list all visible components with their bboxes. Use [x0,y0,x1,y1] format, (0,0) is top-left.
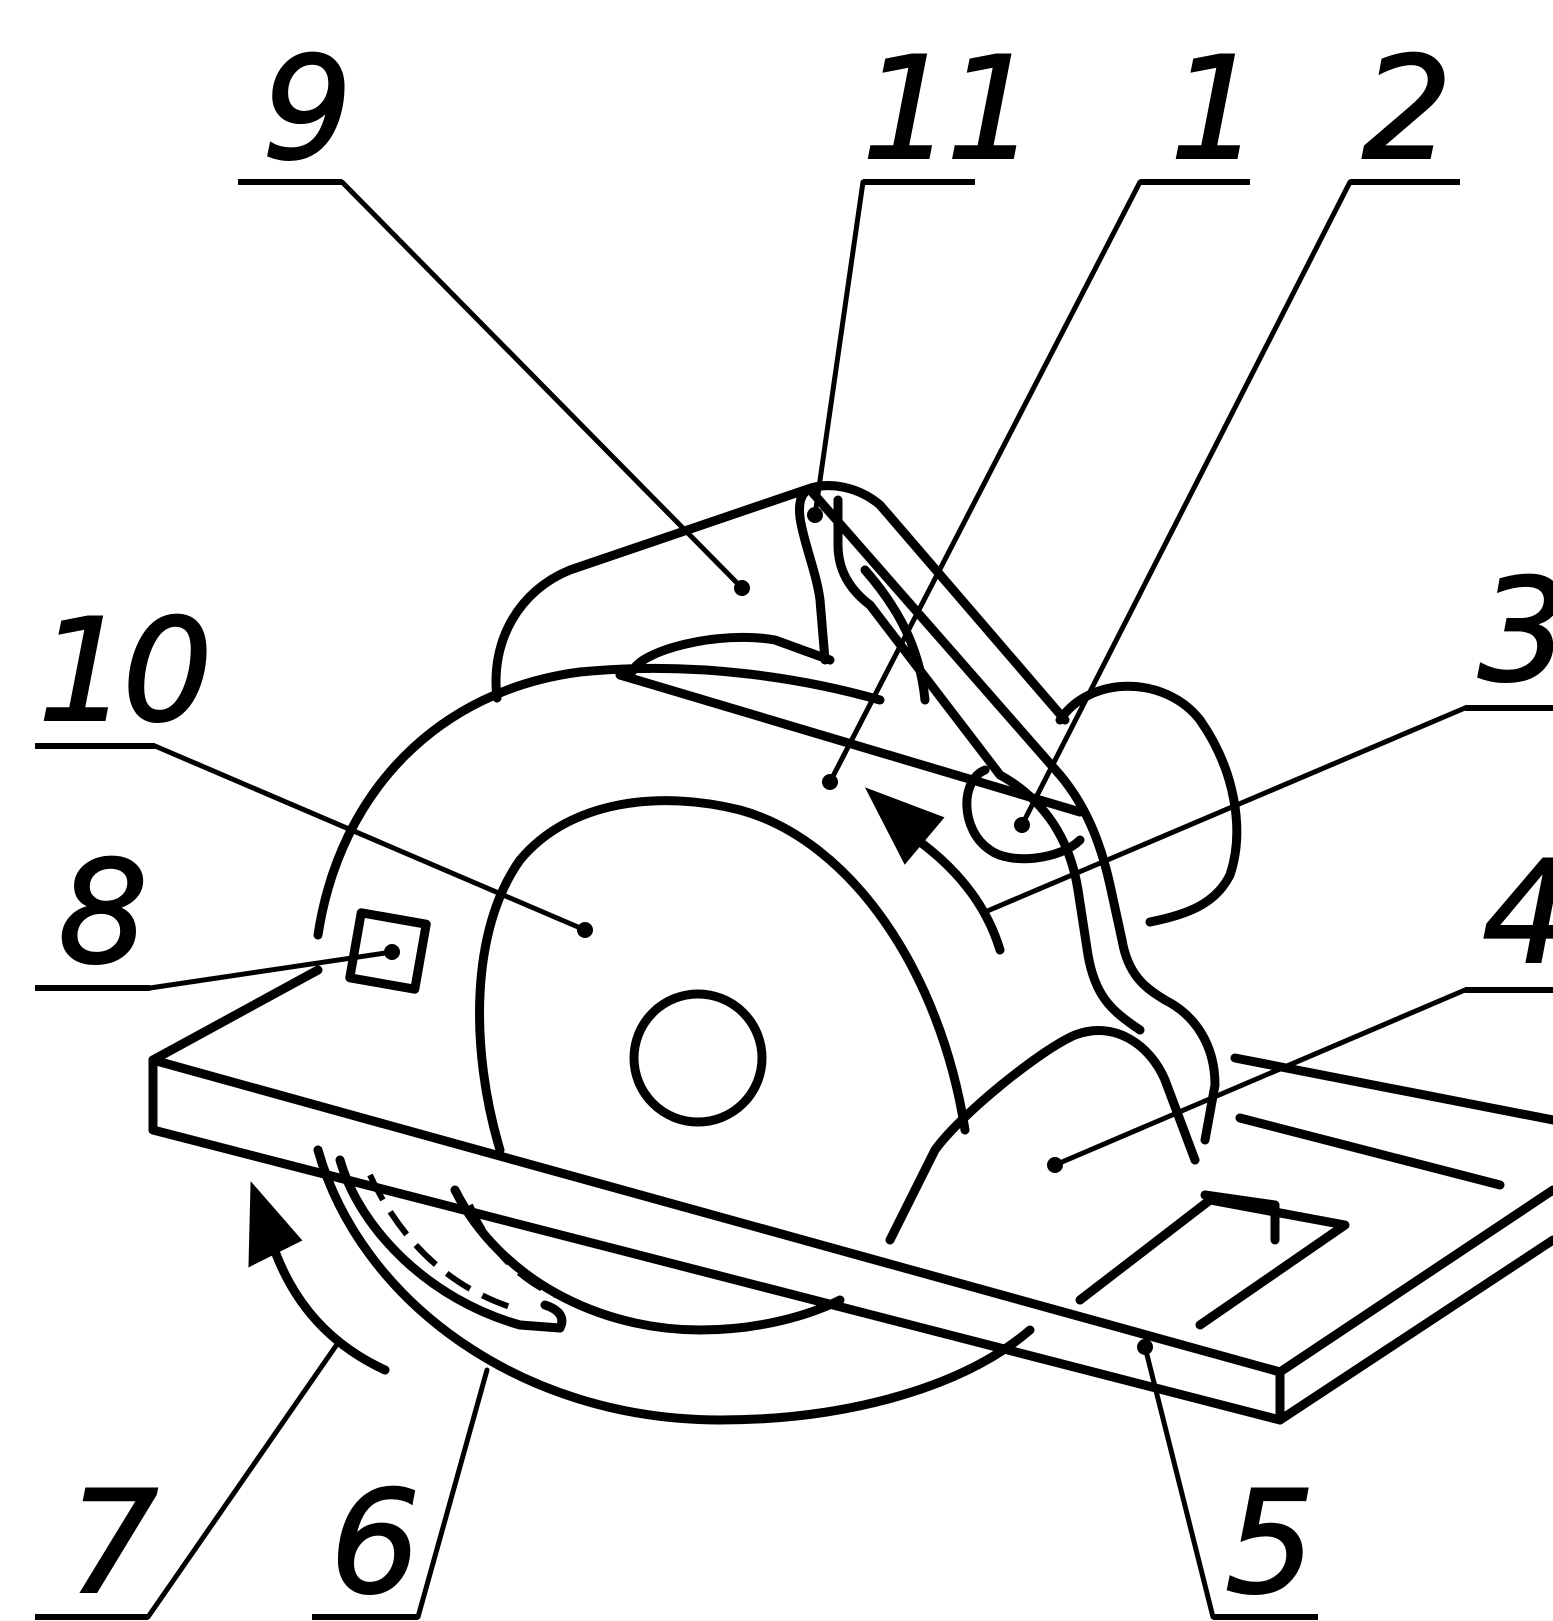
dot-10 [577,922,593,938]
leader-11 [812,179,866,518]
dot-4 [1047,1157,1063,1173]
leader-9 [339,179,745,591]
lower-guard-dashed-2 [467,1203,557,1298]
base-slot-tab [1200,1190,1280,1245]
callout-numbers: 9 11 1 2 3 4 10 8 7 6 5 [37,26,1553,1621]
callout-8: 8 [58,831,143,996]
callout-9: 9 [262,27,346,192]
switch-loop [962,765,1085,864]
rotation-arrow-lower-head [248,1181,303,1268]
dot-8 [384,944,400,960]
dot-2 [1014,817,1030,833]
leader-7 [145,1337,343,1620]
front-knob [885,1026,1200,1245]
callout-6: 6 [330,1461,415,1621]
callout-2: 2 [1362,27,1446,192]
upper-blade-guard [313,663,885,940]
dot-11 [807,507,823,523]
rotation-arrow-upper-head [864,787,945,865]
lower-guard-tip [335,1155,567,1333]
leaders [35,179,1553,1620]
blade-guard-face [475,796,970,1155]
callout-7: 7 [68,1461,158,1621]
base-plate-back-right-1 [1230,1053,1553,1125]
callout-3: 3 [1478,549,1553,714]
blade-hub [629,989,767,1127]
lower-guard-dashed [367,1173,521,1313]
handle-grip-front [794,487,830,665]
callout-5: 5 [1225,1461,1309,1621]
callout-4: 4 [1482,831,1553,996]
base-plate-back-right-2 [1235,1113,1505,1190]
leader-8 [147,949,395,991]
handle-inner [833,495,1145,1035]
motor-housing [491,481,1070,725]
callout-10: 10 [38,589,207,754]
dot-5 [1137,1339,1153,1355]
callout-11: 11 [862,27,1031,192]
saw-illustration [148,481,1553,1425]
dot-9 [734,580,750,596]
lower-blade-arc [313,1145,1035,1425]
leader-1 [827,179,1143,785]
leader-2 [1019,179,1353,828]
leader-6 [415,1367,490,1620]
motor-end-cap [1055,681,1242,927]
base-plate-bottom [148,1125,1553,1425]
dot-1 [822,774,838,790]
callout-1: 1 [1170,27,1254,192]
leader-10 [152,743,588,933]
leader-5 [1142,1344,1216,1620]
leader-4 [1052,987,1468,1168]
base-slot [1075,1195,1350,1330]
base-plate-back-left [148,965,323,1065]
handle-outer [807,487,1220,1145]
guard-top-edge-1 [627,632,835,677]
leader-3 [982,705,1468,915]
adjust-knob [345,908,431,994]
